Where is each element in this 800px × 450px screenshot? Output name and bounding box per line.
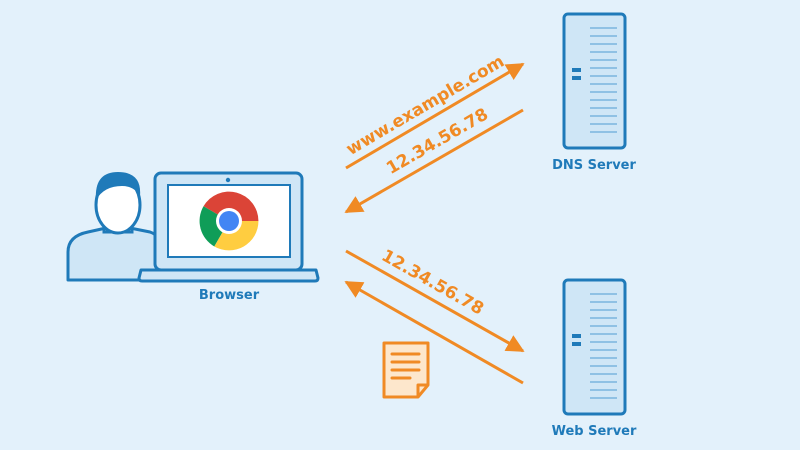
dns-query-arrow <box>345 62 525 170</box>
web-request-arrow <box>345 249 525 353</box>
dns-answer-arrow <box>344 108 524 214</box>
web-server-label: Web Server <box>552 424 637 439</box>
document-icon <box>382 341 430 399</box>
web-response-arrow <box>344 280 524 385</box>
browser-label: Browser <box>199 288 260 303</box>
user-icon <box>66 172 164 282</box>
chrome-logo-icon <box>199 191 259 251</box>
web-server-icon <box>562 278 627 416</box>
dns-server-icon <box>562 12 627 150</box>
dns-server-label: DNS Server <box>552 158 636 173</box>
